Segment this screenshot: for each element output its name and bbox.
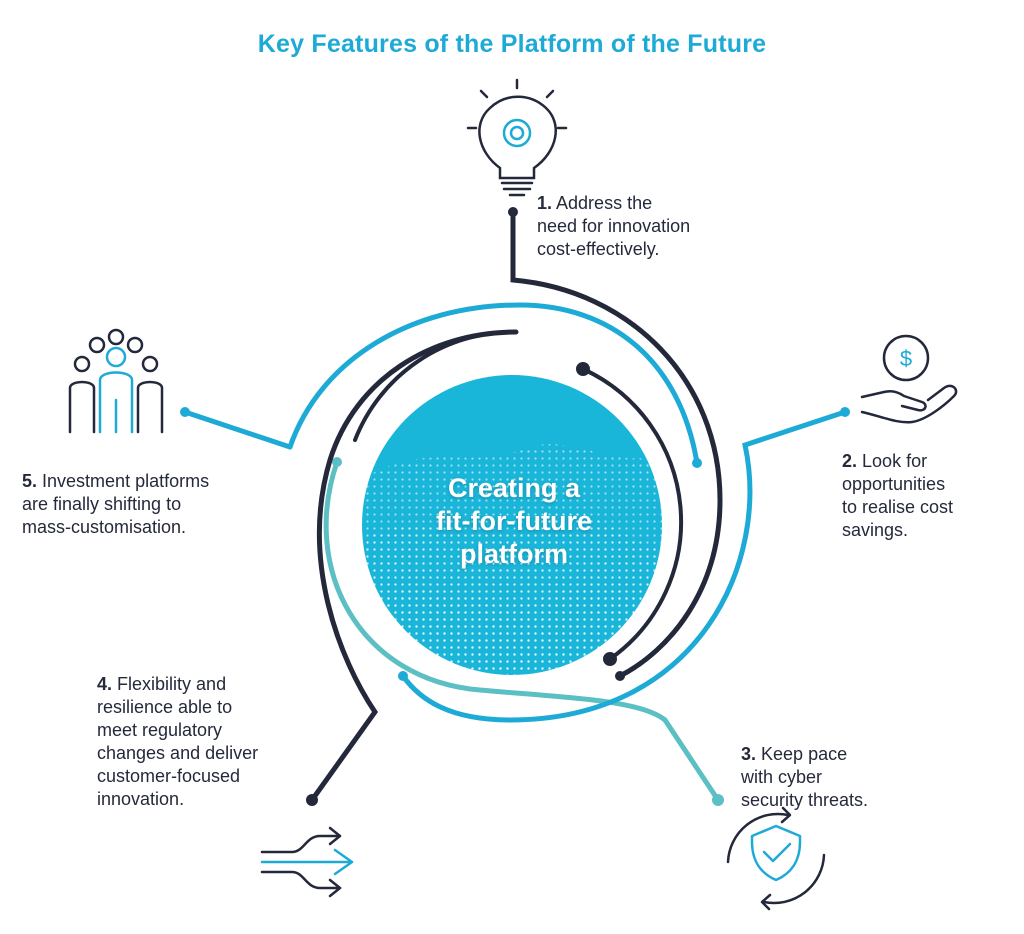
feature-2-line1: Look for xyxy=(862,451,928,471)
feature-2-number: 2. xyxy=(842,451,858,471)
feature-4-line2: resilience able to xyxy=(97,697,233,717)
center-label-line3: platform xyxy=(460,539,568,569)
feature-1-text: 1. Address the need for innovation cost-… xyxy=(537,192,690,261)
feature-4-number: 4. xyxy=(97,674,113,694)
feature-3-text: 3. Keep pace with cyber security threats… xyxy=(741,743,868,812)
feature-2-line3: to realise cost xyxy=(842,497,954,517)
feature-4-line4: changes and deliver xyxy=(97,743,259,763)
shield-check-refresh-icon xyxy=(726,806,826,911)
feature-1-number: 1. xyxy=(537,193,553,213)
feature-2-line4: savings. xyxy=(842,520,909,540)
navy-connector-1-4 xyxy=(306,207,723,806)
feature-5-line1: Investment platforms xyxy=(42,471,210,491)
feature-1-line2: need for innovation xyxy=(537,216,691,236)
teal-connector-3 xyxy=(323,457,724,806)
feature-3-number: 3. xyxy=(741,744,757,764)
feature-3-line1: Keep pace xyxy=(761,744,848,764)
feature-5-line3: mass-customisation. xyxy=(22,517,187,537)
center-circle xyxy=(362,375,662,675)
feature-3-line3: security threats. xyxy=(741,790,869,810)
center-label-line2: fit-for-future xyxy=(436,506,592,536)
feature-5-number: 5. xyxy=(22,471,38,491)
feature-4-line3: meet regulatory xyxy=(97,720,223,740)
feature-4-line6: innovation. xyxy=(97,789,185,809)
feature-1-line3: cost-effectively. xyxy=(537,239,660,259)
feature-4-text: 4. Flexibility and resilience able to me… xyxy=(97,673,258,811)
feature-2-text: 2. Look for opportunities to realise cos… xyxy=(842,450,953,542)
feature-4-line5: customer-focused xyxy=(97,766,241,786)
feature-2-line2: opportunities xyxy=(842,474,946,494)
feature-1-line1: Address the xyxy=(556,193,653,213)
page-title: Key Features of the Platform of the Futu… xyxy=(257,30,767,58)
center-label-line1: Creating a xyxy=(447,473,581,503)
feature-3-line2: with cyber xyxy=(741,767,823,787)
center-label: Creating a fit-for-future platform xyxy=(402,472,626,571)
people-group-icon xyxy=(68,328,164,434)
svg-text:$: $ xyxy=(900,346,912,371)
feature-4-line1: Flexibility and xyxy=(117,674,227,694)
feature-5-line2: are finally shifting to xyxy=(22,494,182,514)
feature-5-text: 5. Investment platforms are finally shif… xyxy=(22,470,209,539)
hand-dollar-coin-icon: $ xyxy=(860,334,958,424)
lightbulb-gear-icon xyxy=(466,78,568,197)
blue-connector-ring xyxy=(180,302,850,723)
merging-arrows-icon xyxy=(260,826,354,898)
